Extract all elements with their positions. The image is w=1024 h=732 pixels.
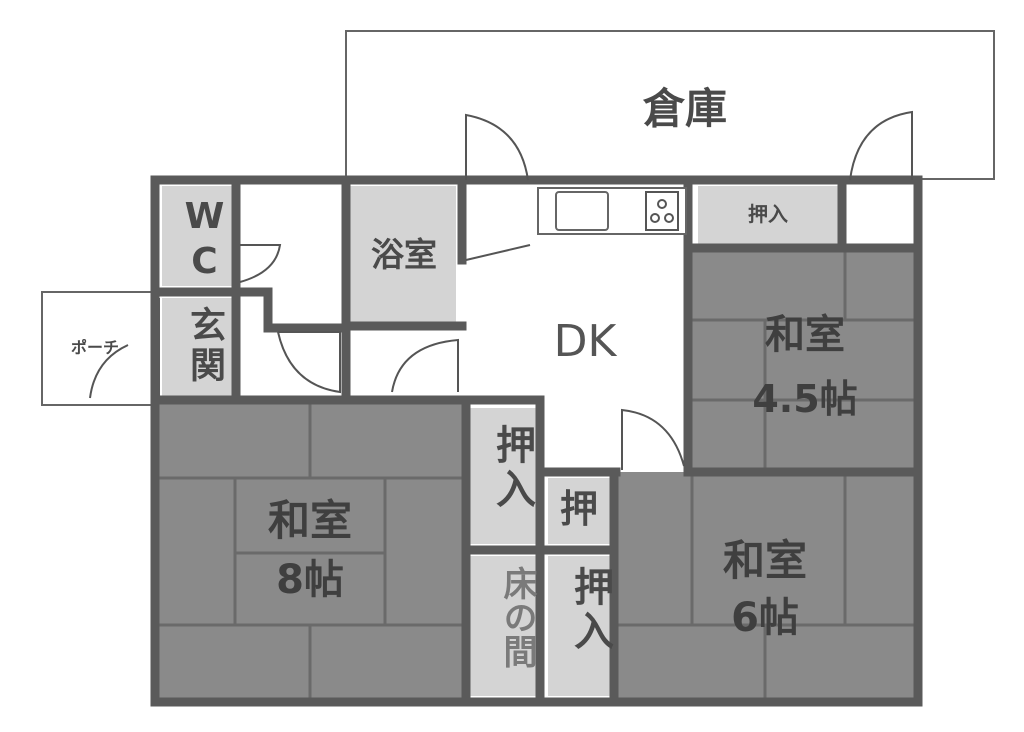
gas-stove-icon: [645, 191, 679, 231]
washitsu-45-label-line2: 4.5帖: [752, 377, 858, 421]
washitsu-6-label-line1: 和室: [722, 536, 807, 585]
bath-label: 浴室: [371, 235, 437, 274]
washitsu-6-floor: [616, 472, 918, 700]
tatami-seams: [158, 250, 918, 700]
dk-label: DK: [553, 316, 617, 367]
tokonoma-label: 床の間: [497, 566, 537, 668]
closet-center-right-label: 押入: [567, 566, 613, 654]
washitsu-45-label-line1: 和室: [765, 312, 845, 358]
closet-center-left-label: 押入: [489, 424, 535, 512]
porch-label: ポーチ: [70, 338, 119, 357]
washitsu-8-label-line1: 和室: [267, 496, 352, 545]
washitsu-6-label-line2: 6帖: [731, 595, 799, 641]
warehouse-label: 倉庫: [642, 84, 727, 133]
entrance-label: 玄関: [184, 306, 225, 386]
porch-outline: [41, 291, 159, 406]
door-swings: [89, 110, 913, 470]
walls: [150, 175, 923, 707]
wc-label: WC: [184, 196, 225, 286]
closet-top-label: 押入: [748, 202, 788, 226]
washitsu-45-floor: [692, 250, 918, 470]
sink-icon: [555, 191, 609, 231]
closet-center-small-label: 押: [559, 487, 598, 531]
washitsu-8-label-line2: 8帖: [276, 557, 344, 603]
storage-fills: [162, 186, 838, 696]
warehouse-outline: [345, 30, 995, 180]
